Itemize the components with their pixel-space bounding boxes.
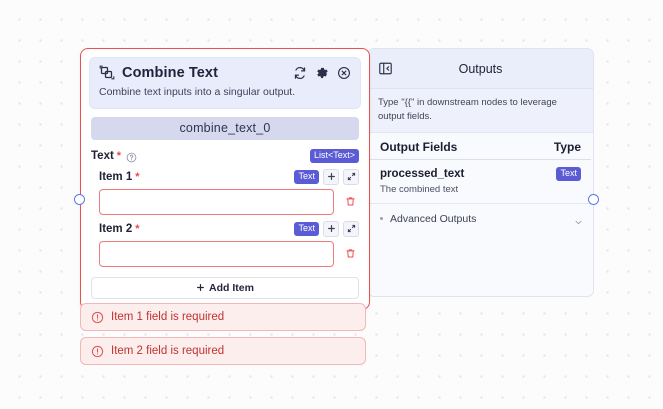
plus-icon[interactable] [323, 168, 339, 185]
node-body: Text * List<Text> Item 1 * Text [81, 140, 369, 309]
item-type-badge: Text [294, 221, 319, 236]
trash-icon[interactable] [341, 193, 359, 211]
error-message: Item 2 field is required [111, 345, 225, 357]
item-label: Item 2 [99, 222, 133, 235]
node-header-actions [293, 66, 351, 80]
add-item-button[interactable]: Add Item [91, 276, 359, 299]
output-field-name: processed_text [380, 167, 465, 180]
item-input-row [91, 240, 359, 267]
item-label: Item 1 [99, 170, 133, 183]
close-circle-icon[interactable] [337, 66, 351, 80]
node-subtitle: Combine text inputs into a singular outp… [99, 86, 296, 98]
field-type-badge: List<Text> [309, 148, 359, 163]
plus-icon[interactable] [323, 220, 339, 237]
combine-squares-icon [99, 65, 115, 81]
node-output-handle[interactable] [588, 194, 599, 205]
node-header-row: Combine Text [99, 65, 351, 81]
item-2-input[interactable] [99, 240, 334, 267]
advanced-outputs-label: Advanced Outputs [390, 212, 477, 225]
bullet-icon [380, 217, 383, 221]
item-type-badge: Text [294, 169, 319, 184]
plus-icon [196, 283, 205, 292]
output-field-description: The combined text [380, 183, 459, 195]
question-circle-icon[interactable] [126, 150, 137, 163]
outputs-hint: Type "{{" in downstream nodes to leverag… [368, 89, 593, 133]
gear-icon[interactable] [315, 66, 329, 80]
outputs-header: Outputs [368, 49, 593, 89]
combine-text-node[interactable]: Combine Text [80, 48, 370, 310]
table-row: processed_text Text The combined text [370, 160, 591, 204]
item-block: Item 2 * Text [91, 220, 359, 267]
outputs-title: Outputs [458, 61, 503, 76]
text-field-header: Text * List<Text> [91, 148, 359, 163]
panel-collapse-left-icon[interactable] [378, 61, 393, 76]
item-input-row [91, 188, 359, 215]
node-input-handle[interactable] [74, 194, 85, 205]
expand-arrows-icon[interactable] [343, 168, 359, 185]
error-banner: Item 2 field is required [80, 337, 366, 365]
add-item-label: Add Item [209, 281, 254, 294]
chevron-down-icon [574, 214, 583, 225]
alert-circle-icon [91, 311, 104, 324]
alert-circle-icon [91, 345, 104, 358]
required-marker: * [116, 149, 122, 162]
output-field-row: processed_text Text [380, 166, 581, 181]
required-marker: * [135, 222, 140, 235]
node-title: Combine Text [122, 65, 218, 81]
error-banner: Item 1 field is required [80, 303, 366, 331]
column-header-output-fields: Output Fields [380, 139, 458, 154]
refresh-icon[interactable] [293, 66, 307, 80]
node-header: Combine Text [89, 57, 361, 109]
node-name-chip[interactable]: combine_text_0 [91, 116, 359, 140]
item-block: Item 1 * Text [91, 168, 359, 215]
column-header-type: Type [553, 139, 581, 154]
text-field-label: Text [91, 149, 114, 162]
item-header: Item 2 * Text [91, 220, 359, 237]
output-type-badge: Text [556, 166, 581, 181]
item-1-input[interactable] [99, 188, 334, 215]
expand-arrows-icon[interactable] [343, 220, 359, 237]
outputs-panel: Outputs Type "{{" in downstream nodes to… [367, 48, 594, 297]
outputs-table-header: Output Fields Type [370, 133, 591, 160]
required-marker: * [135, 170, 140, 183]
advanced-outputs-toggle[interactable]: Advanced Outputs [368, 204, 593, 225]
trash-icon[interactable] [341, 245, 359, 263]
item-header: Item 1 * Text [91, 168, 359, 185]
error-message: Item 1 field is required [111, 311, 225, 323]
